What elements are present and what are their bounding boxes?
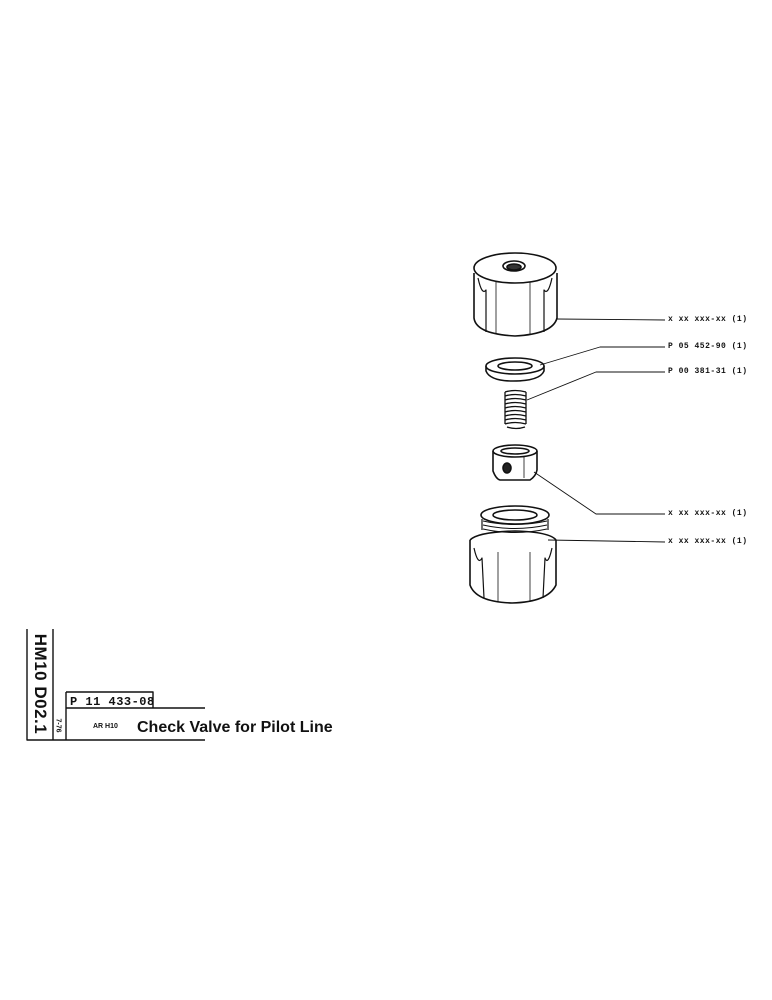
washer-illustration: [485, 357, 545, 382]
threaded-fitting-illustration: [469, 505, 557, 604]
title-block-frame: [26, 629, 205, 741]
vertical-page-code: HM10 D02.1: [28, 628, 52, 740]
date-code-text: 7-76: [54, 717, 62, 733]
date-code: 7-76: [52, 712, 64, 738]
leader-lines: [526, 318, 666, 543]
vertical-page-code-text: HM10 D02.1: [31, 633, 50, 735]
part-label-fitting: x xx xxx-xx (1): [668, 537, 748, 546]
part-label-nut: x xx xxx-xx (1): [668, 315, 748, 324]
document-title: Check Valve for Pilot Line: [137, 719, 333, 736]
document-number: P 11 433-08: [70, 695, 155, 709]
part-label-washer: P 05 452-90 (1): [668, 342, 748, 351]
part-label-valve-body: x xx xxx-xx (1): [668, 509, 748, 518]
hex-nut-illustration: [473, 252, 558, 337]
part-label-spring: P 00 381-31 (1): [668, 367, 748, 376]
spring-illustration: [504, 389, 527, 430]
model-code: AR H10: [93, 723, 118, 730]
valve-body-illustration: [492, 444, 538, 481]
